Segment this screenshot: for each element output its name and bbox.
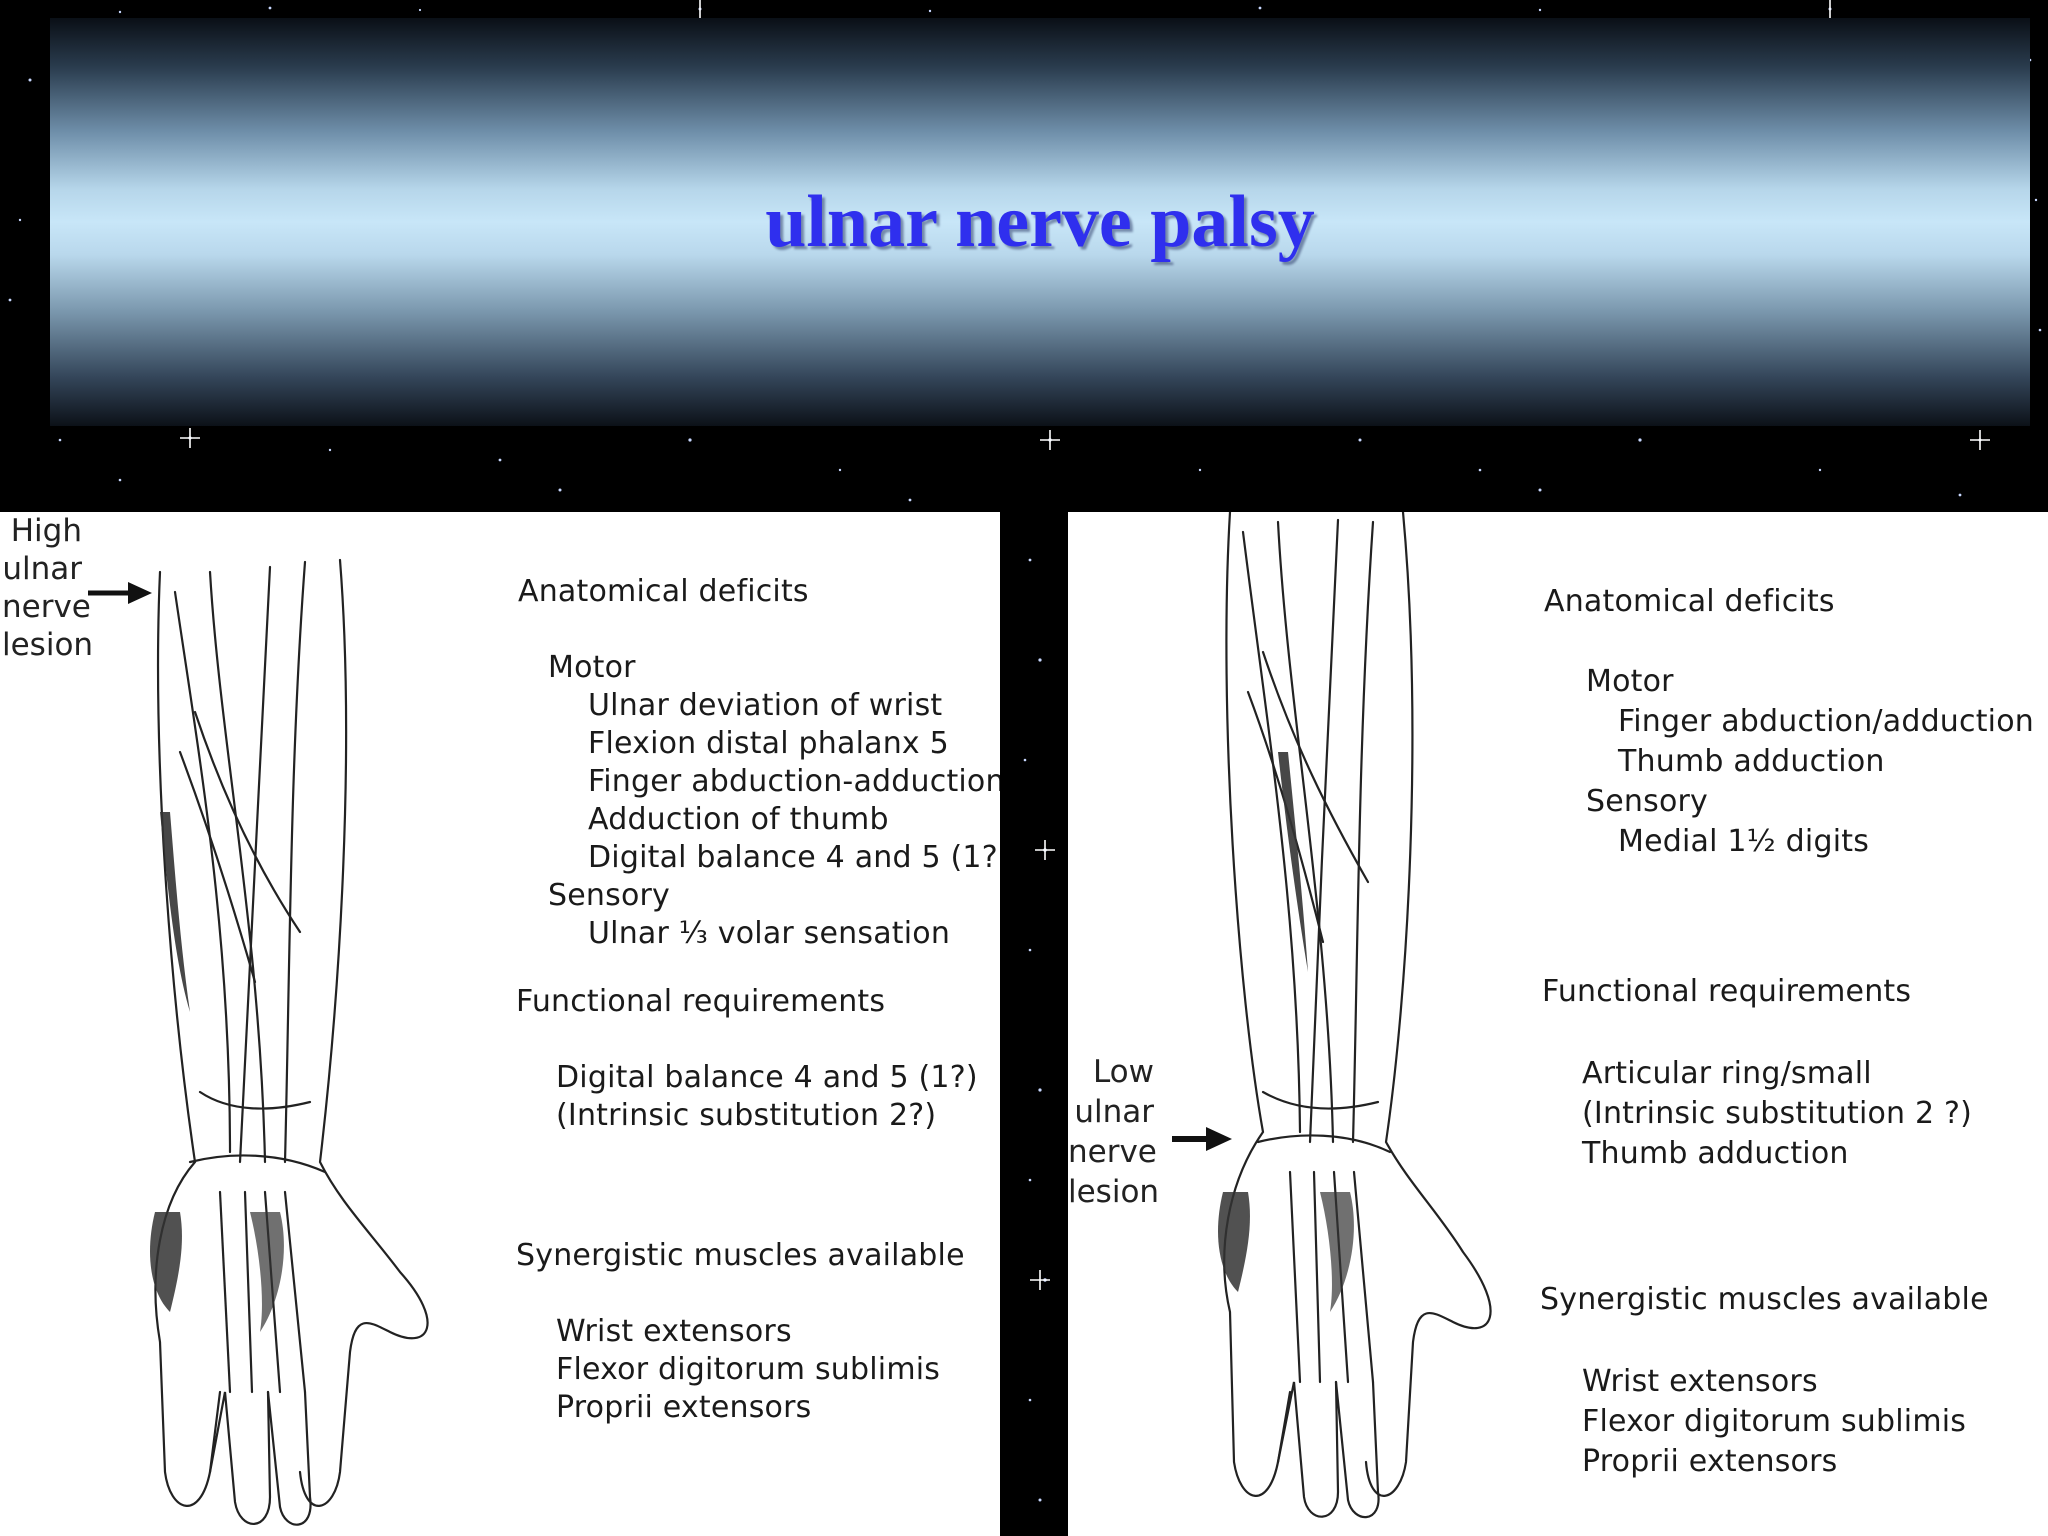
high-motor-item: Digital balance 4 and 5 (1?)	[588, 840, 1000, 875]
low-synergistic-item: Flexor digitorum sublimis	[1582, 1404, 1967, 1439]
high-anatomical-heading: Anatomical deficits	[518, 574, 809, 609]
low-motor-item: Finger abduction/adduction	[1618, 704, 2034, 739]
high-functional-item: (Intrinsic substitution 2?)	[556, 1098, 937, 1133]
high-functional-heading: Functional requirements	[516, 984, 886, 1019]
forearm-illustration	[150, 558, 429, 1526]
high-functional-item: Digital balance 4 and 5 (1?)	[556, 1060, 978, 1095]
high-motor-item: Ulnar deviation of wrist	[588, 688, 943, 723]
low-functional-heading: Functional requirements	[1542, 974, 1912, 1009]
low-functional-item: (Intrinsic substitution 2 ?)	[1582, 1096, 1973, 1131]
high-synergistic-heading: Synergistic muscles available	[516, 1238, 965, 1273]
low-lesion-label: Low ulnar nerve lesion	[1068, 1054, 1160, 1210]
low-motor-item: Thumb adduction	[1618, 744, 1885, 779]
lesion-arrow-icon	[1172, 1127, 1232, 1151]
high-motor-item: Adduction of thumb	[588, 802, 889, 837]
low-functional-item: Thumb adduction	[1582, 1136, 1849, 1171]
low-synergistic-item: Proprii extensors	[1582, 1444, 1838, 1479]
high-lesion-panel: High ulnar nerve lesion	[0, 512, 1000, 1536]
low-motor-heading: Motor	[1586, 664, 1674, 699]
title-banner: ulnar nerve palsy	[50, 18, 2030, 426]
low-anatomical-heading: Anatomical deficits	[1544, 584, 1835, 619]
high-synergistic-item: Proprii extensors	[556, 1390, 812, 1425]
forearm-illustration	[1218, 512, 1492, 1519]
high-sensory-heading: Sensory	[548, 878, 670, 913]
low-synergistic-heading: Synergistic muscles available	[1540, 1282, 1989, 1317]
low-synergistic-item: Wrist extensors	[1582, 1364, 1818, 1399]
high-motor-item: Flexion distal phalanx 5	[588, 726, 949, 761]
high-lesion-label: High ulnar nerve lesion	[2, 513, 94, 663]
low-lesion-panel: Low ulnar nerve lesion Anatomical defi	[1068, 512, 2048, 1536]
high-synergistic-item: Wrist extensors	[556, 1314, 792, 1349]
high-motor-heading: Motor	[548, 650, 636, 685]
high-sensory-item: Ulnar ⅓ volar sensation	[588, 916, 951, 951]
high-synergistic-item: Flexor digitorum sublimis	[556, 1352, 941, 1387]
low-sensory-item: Medial 1½ digits	[1618, 824, 1870, 859]
high-motor-item: Finger abduction-adduction	[588, 764, 1000, 799]
slide-title: ulnar nerve palsy	[765, 180, 1315, 263]
low-sensory-heading: Sensory	[1586, 784, 1708, 819]
lesion-arrow-icon	[88, 582, 152, 604]
low-functional-item: Articular ring/small	[1582, 1056, 1872, 1091]
